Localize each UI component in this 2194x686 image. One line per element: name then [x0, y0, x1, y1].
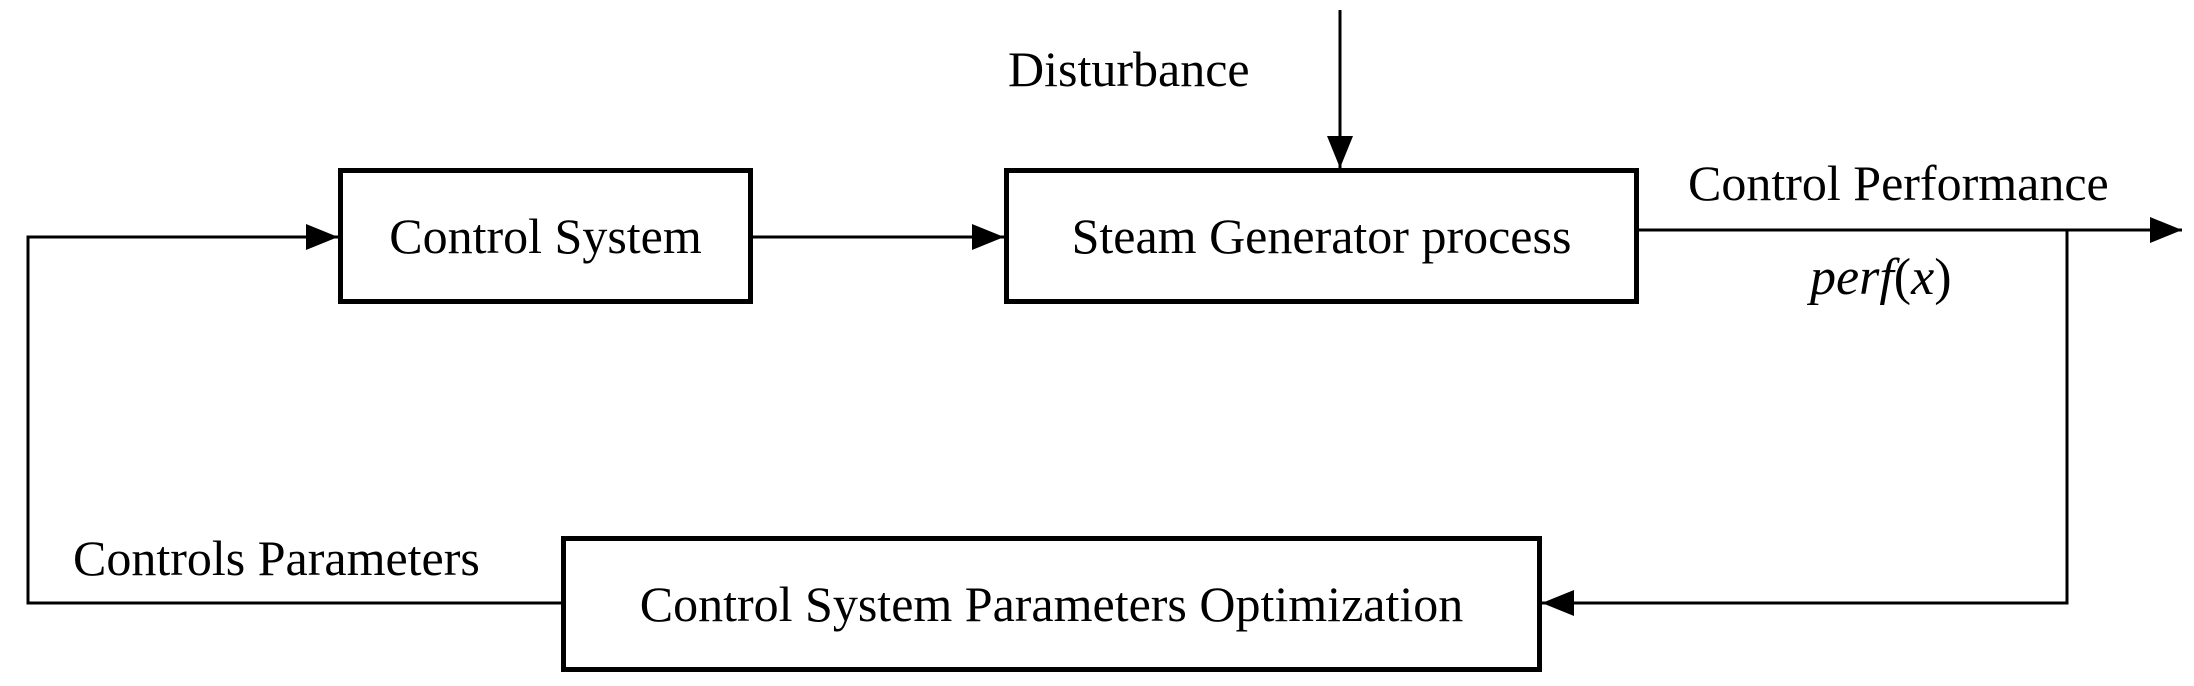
control-system-block: Control System: [338, 168, 753, 304]
performance-formula: perf(x): [1810, 252, 1952, 304]
optimization-label: Control System Parameters Optimization: [639, 576, 1464, 632]
formula-function: perf: [1810, 249, 1894, 306]
optimization-block: Control System Parameters Optimization: [561, 536, 1542, 672]
steam-generator-block: Steam Generator process: [1004, 168, 1639, 304]
control-performance-label: Control Performance: [1688, 155, 2109, 211]
formula-close-paren: ): [1934, 249, 1952, 306]
controls-parameters-label: Controls Parameters: [73, 530, 480, 586]
steam-generator-label: Steam Generator process: [1071, 208, 1572, 264]
formula-variable: x: [1911, 249, 1935, 306]
formula-open-paren: (: [1893, 249, 1912, 306]
feedback-path-right: [1542, 230, 2069, 616]
feedback-path-left: [26, 224, 561, 605]
control-system-label: Control System: [389, 208, 702, 264]
disturbance-label: Disturbance: [1008, 41, 1250, 97]
